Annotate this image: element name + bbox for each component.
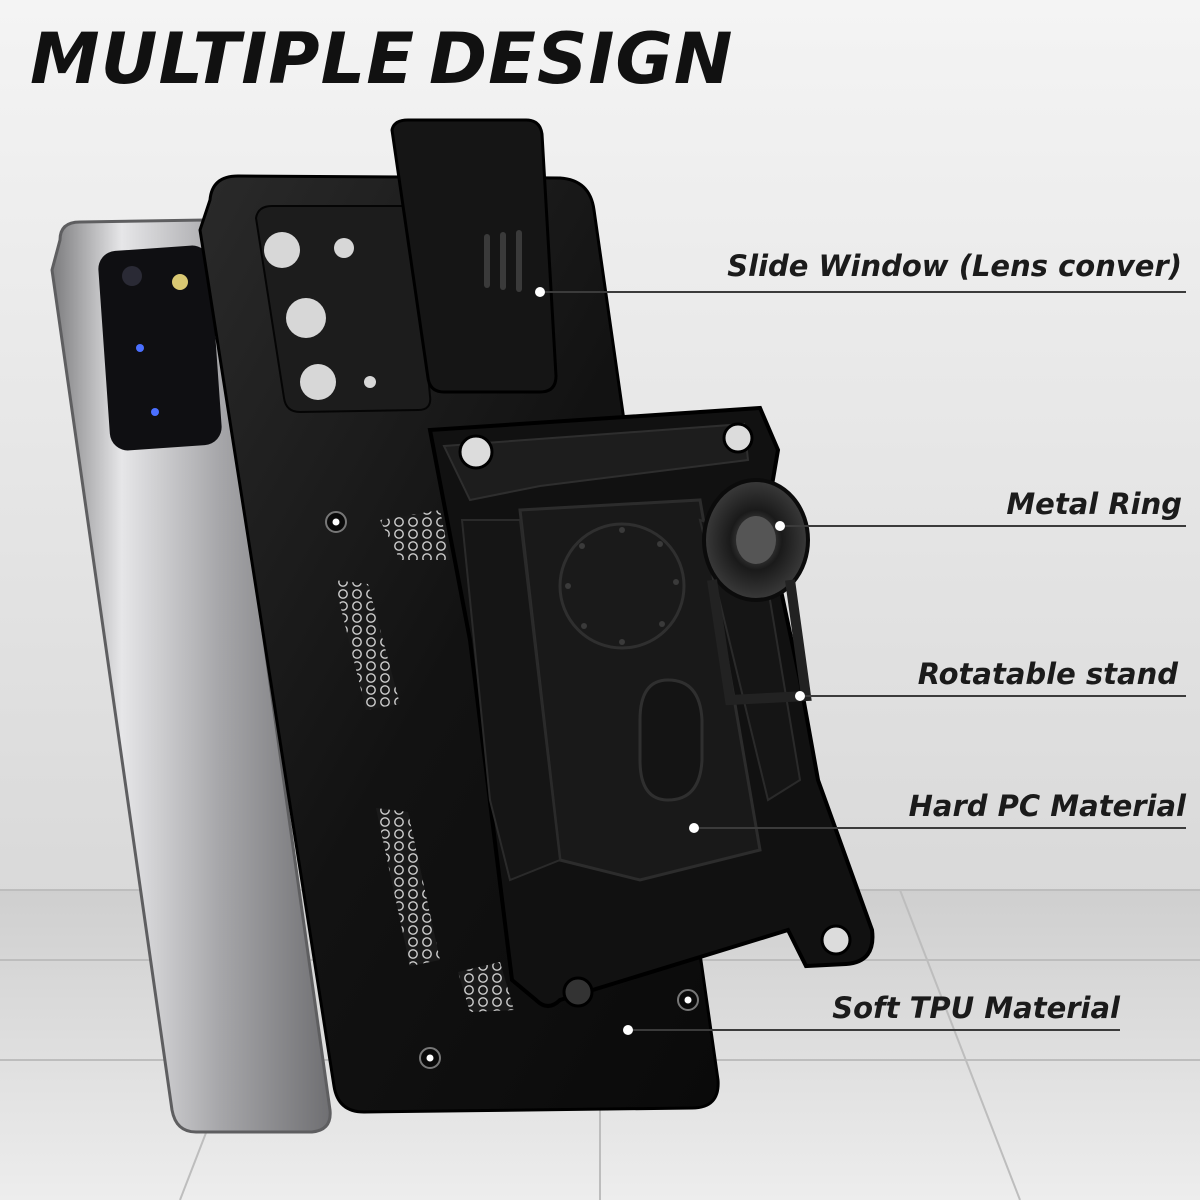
slide-window <box>390 118 558 394</box>
metal-ring <box>702 478 812 706</box>
callout-soft-tpu-material: Soft TPU Material <box>832 991 1120 1025</box>
phone-silver <box>50 218 332 1134</box>
phone-camera-module <box>98 245 222 451</box>
rotatable-stand-disc <box>558 522 686 650</box>
lens-cutout <box>286 298 326 338</box>
callout-metal-ring: Metal Ring <box>1006 487 1182 521</box>
headline-word-1: MULTIPLE <box>30 18 416 100</box>
lens-cutout <box>300 364 336 400</box>
callout-slide-window: Slide Window (Lens conver) <box>727 249 1182 283</box>
lens-cutout <box>264 232 300 268</box>
callout-hard-pc-material: Hard PC Material <box>908 789 1186 823</box>
callout-rotatable-stand: Rotatable stand <box>917 657 1178 691</box>
callout-lines <box>535 287 1186 1035</box>
headline-word-2: DESIGN <box>429 18 734 100</box>
